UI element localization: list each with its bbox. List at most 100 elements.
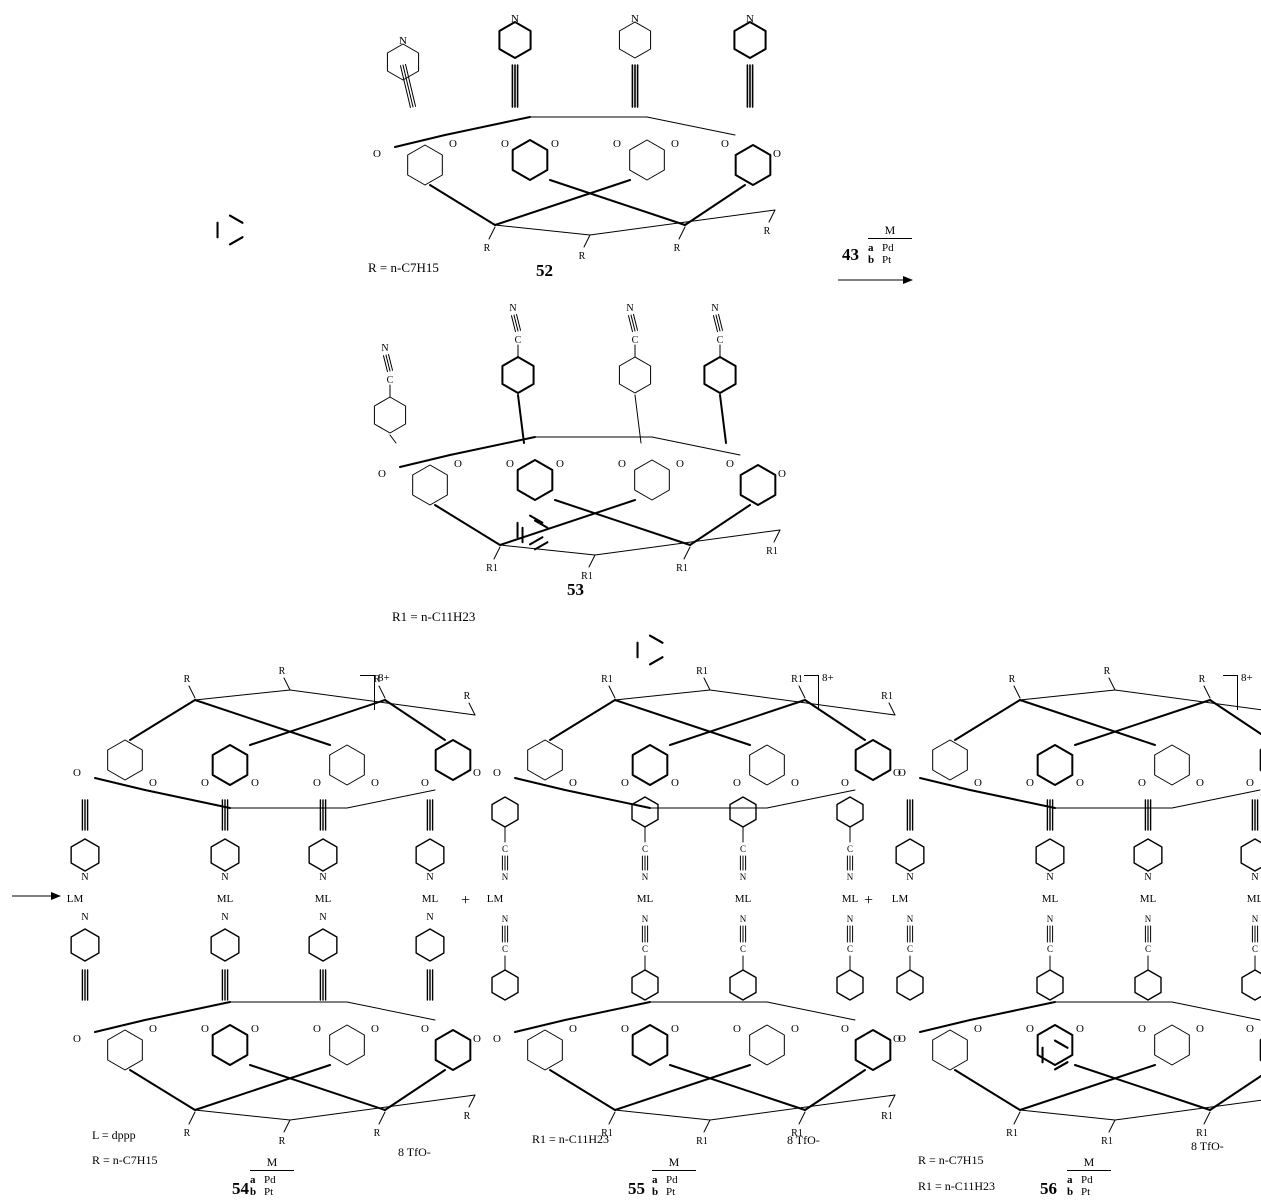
pyridine-ring bbox=[386, 43, 420, 81]
phenyl-ring bbox=[1241, 969, 1261, 1001]
methine-bond bbox=[1019, 1064, 1156, 1111]
methine-bond bbox=[549, 1069, 616, 1111]
pyridine-nitrogen: N bbox=[1251, 872, 1258, 883]
methylene-bridge bbox=[969, 789, 1056, 809]
nitrile-carbon: C bbox=[502, 944, 508, 954]
methine-bond bbox=[594, 529, 781, 556]
oxygen-label: O bbox=[778, 468, 786, 480]
ethynyl-linker bbox=[402, 64, 414, 108]
methylene-bridge bbox=[646, 116, 736, 136]
oxygen-label: O bbox=[313, 777, 321, 789]
compound-56-r1-definition: R1 = n-C11H23 bbox=[918, 1179, 995, 1193]
metal-center: LM bbox=[487, 893, 504, 905]
methylene-bridge bbox=[144, 1001, 231, 1021]
nitrile-nitrogen: N bbox=[740, 872, 747, 882]
r-group-label: R1 bbox=[601, 1128, 613, 1139]
methylene-bridge bbox=[766, 1001, 856, 1021]
oxygen-label: O bbox=[898, 1033, 906, 1045]
methine-bond bbox=[689, 504, 751, 546]
pyridine-nitrogen: N bbox=[906, 872, 913, 883]
methylene-bridge bbox=[346, 789, 436, 809]
pyridine-nitrogen: N bbox=[81, 872, 88, 883]
methine-bond bbox=[194, 689, 291, 701]
aryl-ring bbox=[211, 1024, 249, 1066]
oxygen-label: O bbox=[791, 777, 799, 789]
methine-bond bbox=[669, 699, 806, 746]
methine-bond bbox=[614, 1064, 751, 1111]
r-group-bond bbox=[773, 529, 781, 543]
r-group-label: R bbox=[184, 674, 191, 685]
oxygen-label: O bbox=[373, 148, 381, 160]
oxygen-label: O bbox=[671, 777, 679, 789]
nitrile-nitrogen: N bbox=[847, 872, 854, 882]
methine-bond bbox=[1209, 699, 1261, 736]
compound-54-number: 54 bbox=[232, 1179, 249, 1198]
r-group-bond bbox=[1203, 1111, 1211, 1125]
methine-bond bbox=[1114, 1099, 1261, 1121]
aryl-ring bbox=[932, 739, 968, 781]
nitrile-carbon: C bbox=[515, 335, 522, 346]
nitrile-carbon: C bbox=[1252, 944, 1258, 954]
nitrile-carbon: C bbox=[907, 944, 913, 954]
oxygen-label: O bbox=[1138, 1023, 1146, 1035]
metal-center: ML bbox=[217, 893, 234, 905]
oxygen-label: O bbox=[1246, 777, 1254, 789]
r-group-label: R1 bbox=[676, 563, 688, 574]
methine-bond bbox=[194, 1064, 331, 1111]
pyridine-nitrogen: N bbox=[221, 872, 228, 883]
methylene-bridge bbox=[766, 789, 856, 809]
oxygen-label: O bbox=[454, 458, 462, 470]
methine-bond bbox=[1209, 1074, 1261, 1111]
pyridine-ring bbox=[210, 928, 240, 962]
r-group-bond bbox=[703, 677, 711, 691]
methylene-bridge bbox=[394, 134, 446, 148]
methine-bond bbox=[499, 544, 596, 556]
compound-55-r1-definition: R1 = n-C11H23 bbox=[532, 1132, 609, 1146]
nitrile-nitrogen: N bbox=[1047, 914, 1054, 924]
methine-bond bbox=[614, 699, 751, 746]
compound-55-counterion: 8 TfO- bbox=[787, 1133, 820, 1147]
r-group-bond bbox=[1108, 1119, 1116, 1133]
nitrile-nitrogen: N bbox=[907, 914, 914, 924]
r-group-bond bbox=[283, 677, 291, 691]
inner-double-bond bbox=[1054, 1061, 1069, 1071]
oxygen-label: O bbox=[791, 1023, 799, 1035]
methine-bond bbox=[1019, 689, 1116, 701]
compound-54-r-definition: R = n-C7H15 bbox=[92, 1153, 158, 1167]
oxygen-label: O bbox=[569, 777, 577, 789]
methine-bond bbox=[194, 699, 331, 746]
r-group-label: R1 bbox=[696, 1136, 708, 1147]
compound-56-number: 56 bbox=[1040, 1179, 1057, 1198]
r-group-label: R bbox=[279, 1136, 286, 1147]
oxygen-label: O bbox=[201, 777, 209, 789]
methylene-bridge bbox=[1171, 1001, 1261, 1021]
phenyl-ring bbox=[836, 796, 864, 828]
aryl-ring bbox=[516, 459, 554, 501]
compound-55-number: 55 bbox=[628, 1179, 645, 1198]
r-group-label: R bbox=[764, 226, 771, 237]
aryl-ring bbox=[407, 144, 443, 186]
inner-double-bond bbox=[534, 541, 549, 551]
methine-bond bbox=[804, 1069, 866, 1111]
metal-center: ML bbox=[1042, 893, 1059, 905]
oxygen-label: O bbox=[1196, 777, 1204, 789]
aryl-ring bbox=[412, 464, 448, 506]
oxygen-label: O bbox=[473, 1033, 481, 1045]
pyridine-ring bbox=[210, 838, 240, 872]
nitrile-carbon: C bbox=[847, 944, 853, 954]
phenyl-ring bbox=[373, 396, 407, 434]
oxygen-label: O bbox=[841, 1023, 849, 1035]
methylene-bridge bbox=[514, 777, 566, 791]
phenyl-ring bbox=[631, 796, 659, 828]
compound-54-counterion: 8 TfO- bbox=[398, 1145, 431, 1159]
pyridine-ring bbox=[1240, 838, 1261, 872]
pyridine-nitrogen: N bbox=[221, 912, 228, 923]
